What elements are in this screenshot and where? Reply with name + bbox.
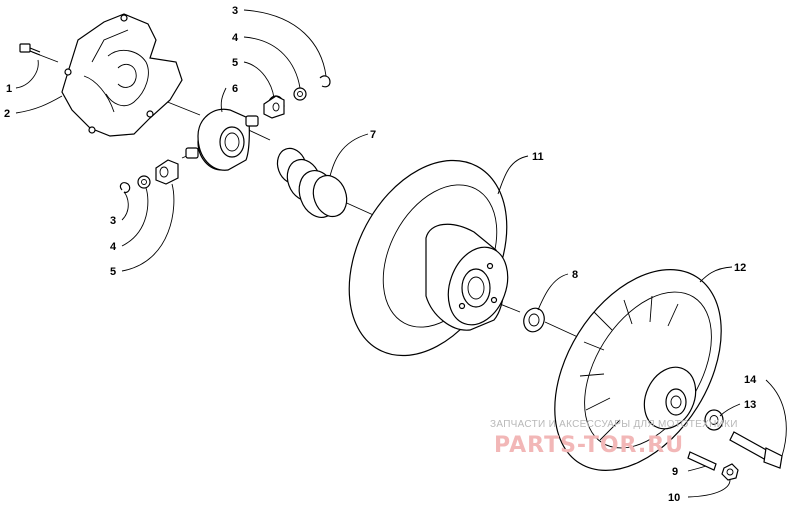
part-4-washer-upper bbox=[293, 87, 307, 101]
part-13-washer bbox=[704, 409, 724, 431]
part-14-bolt bbox=[729, 431, 783, 469]
part-3-clip-upper bbox=[319, 75, 331, 88]
part-10-nut bbox=[721, 463, 739, 481]
callout-8: 8 bbox=[572, 269, 578, 281]
watermark: ЗАПЧАСТИ И АКСЕССУАРЫ ДЛЯ МОТОТЕХНИКИ PA… bbox=[490, 419, 738, 458]
part-5-bushing-lower bbox=[155, 159, 179, 185]
callout-3-upper: 3 bbox=[232, 5, 238, 17]
callout-11: 11 bbox=[532, 151, 544, 163]
part-3-clip-lower bbox=[119, 182, 131, 193]
watermark-text: ЗАПЧАСТИ И АКСЕССУАРЫ ДЛЯ МОТОТЕХНИКИ bbox=[490, 419, 738, 430]
callout-5-lower: 5 bbox=[110, 266, 116, 278]
part-8-washer bbox=[523, 307, 545, 333]
callout-5-upper: 5 bbox=[232, 57, 238, 69]
callout-1: 1 bbox=[6, 83, 12, 95]
callout-14: 14 bbox=[744, 374, 757, 386]
callout-12: 12 bbox=[734, 262, 746, 274]
callout-10: 10 bbox=[668, 492, 680, 504]
part-6-hub bbox=[185, 108, 259, 171]
part-4-washer-lower bbox=[137, 175, 151, 189]
callout-labels: 1 2 3 4 5 6 3 4 5 7 11 8 12 14 13 9 10 bbox=[4, 5, 757, 504]
callout-6: 6 bbox=[232, 83, 238, 95]
callout-9: 9 bbox=[672, 466, 678, 478]
part-7-spring bbox=[276, 147, 348, 218]
callout-2: 2 bbox=[4, 108, 10, 120]
watermark-logo: PARTS-TOR.RU bbox=[494, 433, 684, 458]
part-2-cover bbox=[61, 13, 183, 137]
part-11-sheave bbox=[348, 159, 509, 357]
part-12-movable-sheave bbox=[554, 269, 722, 471]
callout-4-upper: 4 bbox=[232, 32, 239, 44]
callout-4-lower: 4 bbox=[110, 241, 117, 253]
part-1-bolt bbox=[19, 43, 41, 56]
callout-13: 13 bbox=[744, 399, 756, 411]
leader-lines bbox=[15, 9, 787, 498]
part-9-stud bbox=[687, 451, 717, 471]
callout-3-lower: 3 bbox=[110, 215, 116, 227]
callout-7: 7 bbox=[370, 129, 376, 141]
part-5-bushing-upper bbox=[263, 95, 285, 119]
